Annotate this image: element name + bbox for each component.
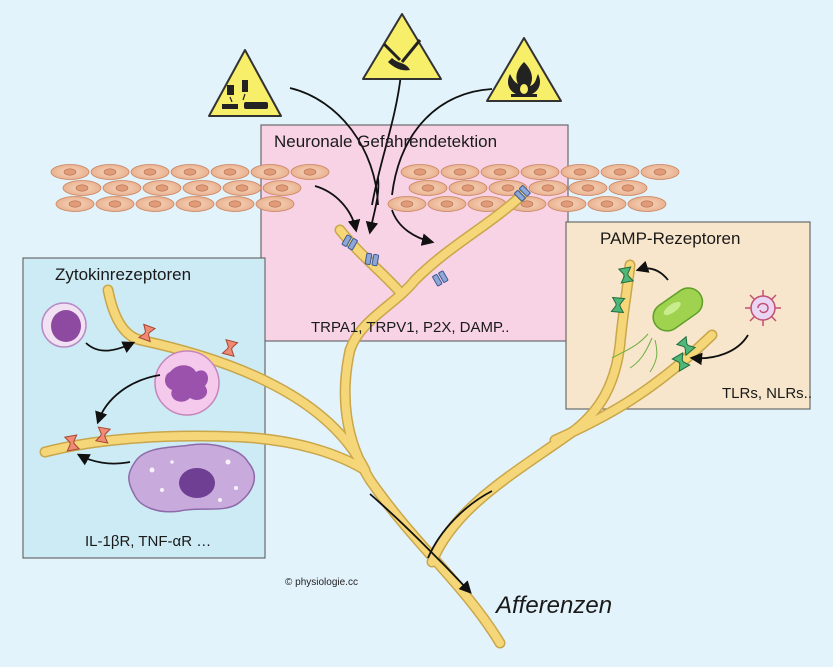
tissue-cell-nucleus: [188, 200, 202, 208]
lymphocyte: [41, 302, 87, 348]
tissue-cell-nucleus: [268, 200, 282, 208]
tissue-cell-nucleus: [613, 168, 627, 176]
tissue-cell-nucleus: [63, 168, 77, 176]
tissue-cell-nucleus: [223, 168, 237, 176]
pamp-receptor: [610, 296, 626, 314]
tissue-cell-nucleus: [453, 168, 467, 176]
flame-icon: [486, 37, 562, 102]
tissue-cell-nucleus: [573, 168, 587, 176]
tissue-cell-nucleus: [493, 168, 507, 176]
tissue-cell-nucleus: [115, 184, 129, 192]
tissue-cell-nucleus: [400, 200, 414, 208]
neutrophil: [154, 350, 220, 416]
pamp-section-title: PAMP-Rezeptoren: [600, 229, 741, 248]
pamp-receptor: [617, 266, 635, 284]
tissue-cell-nucleus: [520, 200, 534, 208]
cytokine-receptor: [221, 338, 239, 358]
neural-box: [260, 124, 569, 342]
tissue-cell-nucleus: [421, 184, 435, 192]
tissue-cell-nucleus: [155, 184, 169, 192]
virus: [745, 290, 781, 326]
copyright-credit: © physiologie.cc: [285, 577, 358, 588]
hazard-signs: [208, 13, 562, 117]
corrosive-icon: [208, 49, 282, 117]
macrophage: [128, 443, 256, 513]
cytokine-receptor: [63, 434, 81, 452]
tissue-cell-nucleus: [148, 200, 162, 208]
tissue-cell-nucleus: [263, 168, 277, 176]
ion-channels: [341, 185, 531, 287]
neural-receptor-list: TRPA1, TRPV1, P2X, DAMP..: [311, 319, 510, 336]
tissue-cell-nucleus: [68, 200, 82, 208]
bacterium: [611, 287, 704, 373]
tissue-cell-nucleus: [461, 184, 475, 192]
pamp-receptor: [675, 335, 697, 357]
tissue-cell-nucleus: [480, 200, 494, 208]
tissue-cells: [50, 164, 680, 212]
ion-channel: [364, 252, 380, 267]
tissue-cell-nucleus: [275, 184, 289, 192]
ion-channel: [514, 185, 531, 202]
tissue-cell-nucleus: [581, 184, 595, 192]
tissue-cell-nucleus: [600, 200, 614, 208]
tissue-cell-nucleus: [195, 184, 209, 192]
tissue-cell-nucleus: [440, 200, 454, 208]
arrows: [76, 73, 749, 594]
tissue-cell-nucleus: [235, 184, 249, 192]
cytokine-receptors: [63, 323, 239, 452]
afferents-label: Afferenzen: [496, 592, 613, 619]
cytokine-receptor: [137, 323, 157, 343]
ion-channel: [341, 234, 358, 251]
cut-hazard-icon: [362, 13, 442, 80]
neural-section-title: Neuronale Gefahrendetektion: [274, 132, 498, 151]
tissue-cell-nucleus: [560, 200, 574, 208]
tissue-cell-nucleus: [303, 168, 317, 176]
tissue-cell-nucleus: [640, 200, 654, 208]
tissue-cell-nucleus: [228, 200, 242, 208]
tissue-cell-nucleus: [653, 168, 667, 176]
tissue-cell-nucleus: [541, 184, 555, 192]
cytokine-receptor: [94, 426, 112, 444]
tissue-cell-nucleus: [108, 200, 122, 208]
tissue-cell-nucleus: [621, 184, 635, 192]
cytokine-receptor-list: IL-1βR, TNF-αR …: [85, 533, 212, 550]
pamp-receptors: [610, 266, 697, 372]
tissue-cell-nucleus: [413, 168, 427, 176]
ion-channel: [432, 270, 449, 287]
tissue-cell-nucleus: [75, 184, 89, 192]
tissue-cell-nucleus: [143, 168, 157, 176]
tissue-cell-nucleus: [103, 168, 117, 176]
pamp-receptor-list: TLRs, NLRs..: [722, 385, 813, 402]
tissue-cell-nucleus: [501, 184, 515, 192]
tissue-cell-nucleus: [533, 168, 547, 176]
cytokine-section-title: Zytokinrezeptoren: [55, 265, 192, 284]
tissue-cell-nucleus: [183, 168, 197, 176]
